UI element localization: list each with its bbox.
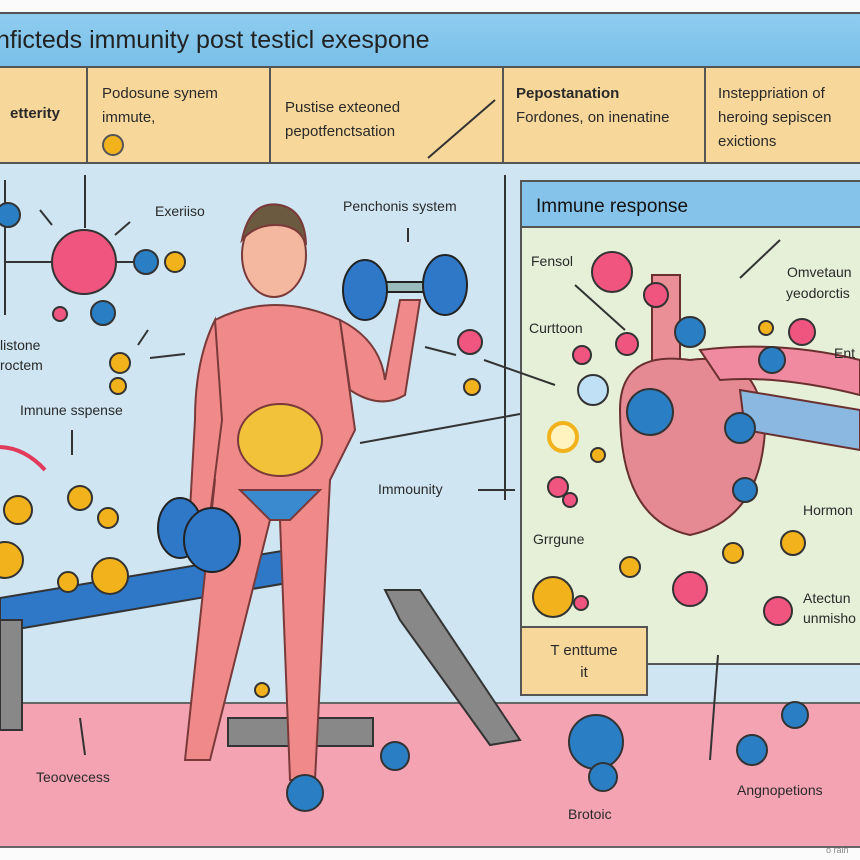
label-yeodorctis: yeodorctis [786, 285, 850, 301]
note-box: T enttume it [520, 626, 648, 696]
sun-burst-icon [547, 421, 579, 453]
header-cell-text: Podosune synem immute, [102, 85, 218, 126]
molecule-dot [736, 734, 768, 766]
molecule-dot [568, 714, 624, 770]
header-cell-text: Insteppriation of heroing sepiscen exict… [718, 85, 832, 150]
molecule-dot [573, 595, 589, 611]
molecule-dot [254, 682, 270, 698]
molecule-dot [97, 507, 119, 529]
molecule-dot [615, 332, 639, 356]
note-line-2: it [580, 664, 588, 681]
molecule-dot [57, 571, 79, 593]
molecule-dot [532, 576, 574, 618]
label-exercise: Exeriiso [155, 203, 205, 219]
panel-title: Immune response [520, 180, 860, 228]
label-teoovecess: Teoovecess [36, 769, 110, 785]
molecule-dot [572, 345, 592, 365]
header-cell-3: Pustise exteoned pepotfenctsation [271, 68, 504, 162]
label-unmisho: unmisho [803, 610, 856, 626]
molecule-dot [109, 352, 131, 374]
label-omvetaun: Omvetaun [787, 264, 852, 280]
molecule-dot [674, 316, 706, 348]
molecule-dot [626, 388, 674, 436]
molecule-dot [732, 477, 758, 503]
header-cell-2: Podosune synem immute, [88, 68, 271, 162]
header-row: etterity Podosune synem immute, Pustise … [0, 68, 860, 164]
molecule-dot [643, 282, 669, 308]
molecule-dot [780, 530, 806, 556]
header-cell-text: Fordones, on inenatine [516, 109, 670, 126]
header-cell-5: Insteppriation of heroing sepiscen exict… [706, 68, 860, 162]
yellow-dot-icon [102, 134, 124, 156]
label-hormon: Hormon [803, 502, 853, 518]
molecule-dot [590, 447, 606, 463]
molecule-dot [52, 306, 68, 322]
label-histone-2: roctem [0, 357, 43, 373]
molecule-dot [781, 701, 809, 729]
label-curttoon: Curttoon [529, 320, 583, 336]
molecule-dot [724, 412, 756, 444]
molecule-dot [758, 346, 786, 374]
label-fensol: Fensol [531, 253, 574, 269]
molecule-dot [286, 774, 324, 812]
molecule-dot [90, 300, 116, 326]
header-cell-1: etterity [0, 68, 88, 162]
molecule-dot [0, 541, 24, 579]
molecule-dot [457, 329, 483, 355]
watermark: o rain [826, 845, 849, 855]
molecule-dot [788, 318, 816, 346]
molecule-dot [588, 762, 618, 792]
molecule-dot [547, 476, 569, 498]
label-ent: Ent [834, 345, 856, 361]
molecule-dot [672, 571, 708, 607]
molecule-dot [619, 556, 641, 578]
molecule-dot [0, 202, 21, 228]
dumbbell-raised [342, 254, 468, 321]
header-cell-heading: Pepostanation [516, 85, 620, 102]
label-histone: listone [0, 337, 41, 353]
label-immunity: Immounity [378, 481, 443, 497]
molecule-dot [562, 492, 578, 508]
label-angnopetions: Angnopetions [737, 782, 823, 798]
molecule-dot [463, 378, 481, 396]
gym-floor [0, 702, 860, 848]
label-brotoic: Brotoic [568, 806, 612, 822]
molecule-dot [164, 251, 186, 273]
molecules [0, 202, 816, 812]
dumbbell-lowered [157, 497, 241, 573]
header-cell-text: etterity [10, 105, 61, 122]
note-line-1: T enttume [550, 642, 618, 659]
molecule-dot [109, 377, 127, 395]
label-grrgune: Grrgune [533, 531, 585, 547]
molecule-dot [91, 557, 129, 595]
molecule-dot [577, 374, 609, 406]
molecule-dot [3, 495, 33, 525]
molecule-dot [722, 542, 744, 564]
man-figure [183, 203, 422, 781]
molecule-dot [380, 741, 410, 771]
header-cell-text: Pustise exteoned pepotfenctsation [285, 99, 401, 140]
label-system: Penchonis system [343, 198, 457, 214]
molecule-dot [67, 485, 93, 511]
title-bar [0, 12, 860, 68]
molecule-dot [133, 249, 159, 275]
red-arrow [0, 445, 47, 472]
molecule-dot [591, 251, 633, 293]
label-atectun: Atectun [803, 590, 851, 606]
page-title: nficteds immunity post testicl exespone [0, 26, 430, 54]
molecule-dot [758, 320, 774, 336]
molecule-dot [763, 596, 793, 626]
label-immune-response: Imnune sspense [20, 402, 123, 418]
molecule-dot [51, 229, 117, 295]
